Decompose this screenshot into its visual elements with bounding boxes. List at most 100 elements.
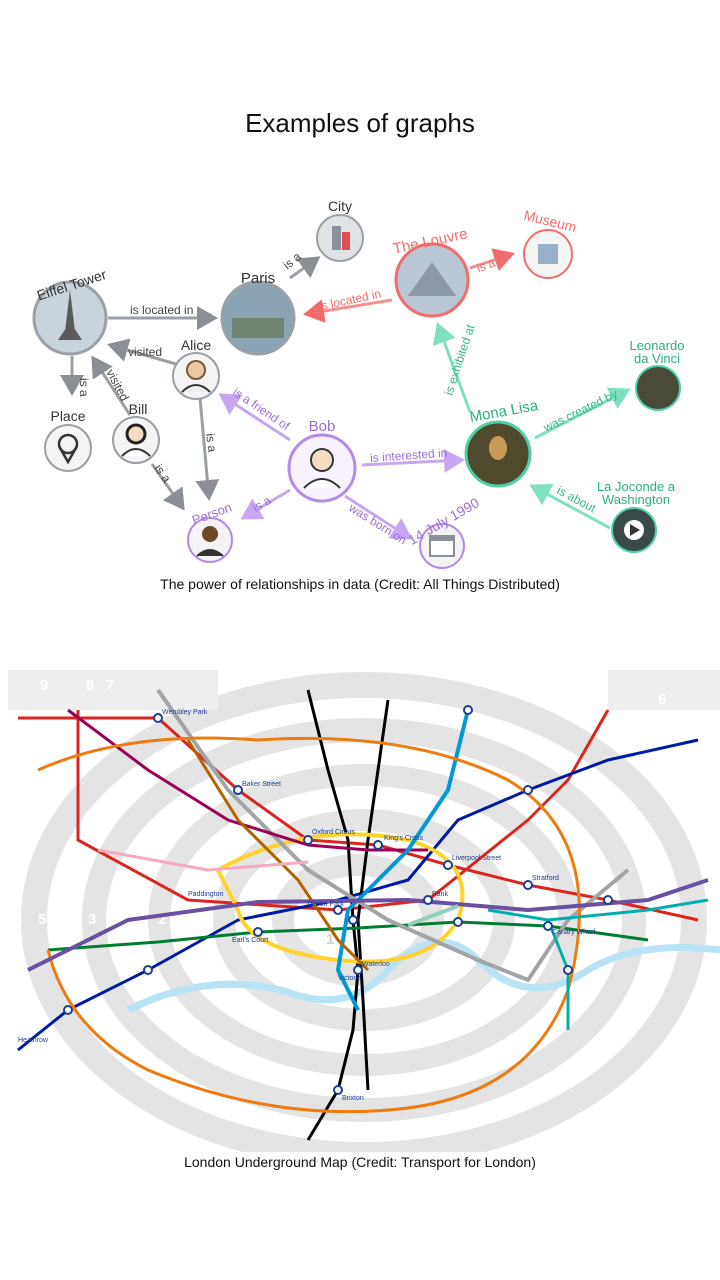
svg-text:Canary Wharf: Canary Wharf	[552, 929, 595, 936]
edge-label: was born on	[346, 500, 410, 547]
edge-label: is a	[280, 249, 304, 272]
edge-label: is a	[77, 378, 91, 397]
edge-louvre-museum	[469, 248, 515, 272]
edge-bob-date	[344, 494, 413, 540]
edge-label: is a	[475, 256, 498, 276]
node-bob: Bob	[287, 418, 357, 503]
svg-text:King's Cross: King's Cross	[384, 835, 424, 842]
node-label: Bill	[129, 401, 148, 417]
node-bill: Bill	[112, 401, 160, 464]
edge-joconde-monalisa	[529, 483, 611, 530]
svg-text:2: 2	[158, 911, 166, 928]
edge-label: is located in	[317, 287, 382, 314]
edge-bill-person	[150, 463, 185, 511]
edge-label: is a	[203, 432, 220, 453]
svg-text:Liverpool Street: Liverpool Street	[452, 855, 501, 862]
node-paris: Paris	[220, 270, 296, 356]
svg-text:3: 3	[88, 911, 96, 928]
edge-bob-alice	[218, 393, 291, 442]
svg-text:7: 7	[106, 677, 114, 694]
knowledge-graph: is located in is a is located in is a vi…	[32, 198, 685, 569]
svg-text:Oxford Circus: Oxford Circus	[312, 829, 355, 836]
graph-edges	[60, 248, 631, 540]
edge-alice-person	[195, 397, 220, 501]
svg-text:Waterloo: Waterloo	[362, 961, 390, 968]
svg-text:5: 5	[38, 911, 46, 928]
svg-text:4: 4	[64, 911, 73, 928]
piccadilly-line	[17, 738, 699, 1052]
edge-monalisa-louvre	[432, 322, 472, 413]
svg-text:2: 2	[570, 987, 578, 1004]
svg-text:Earl's Court: Earl's Court	[232, 937, 268, 944]
stations	[63, 705, 613, 1095]
svg-text:Baker Street: Baker Street	[242, 781, 281, 788]
svg-text:Bank: Bank	[432, 891, 448, 898]
node-label: City	[328, 198, 352, 214]
edge-label: is a friend of	[230, 385, 293, 434]
node-eiffel-tower: Eiffel Tower	[32, 266, 109, 356]
node-label: Alice	[181, 337, 212, 353]
station-labels: Wembley Park Baker Street King's Cross L…	[18, 709, 595, 1102]
page-title: Examples of graphs	[245, 108, 475, 138]
northern-line	[306, 689, 360, 1141]
edge-louvre-paris	[303, 298, 393, 323]
edge-label: visited	[128, 345, 162, 359]
northern-line-east	[356, 699, 390, 1091]
svg-text:Paddington: Paddington	[188, 891, 224, 898]
svg-text:3: 3	[628, 987, 636, 1004]
node-label: Leonardo	[630, 338, 685, 353]
edge-label: visited	[103, 367, 131, 404]
svg-text:Wembley Park: Wembley Park	[162, 709, 208, 716]
node-leonardo: Leonardo da Vinci	[630, 338, 685, 411]
node-label: Bob	[309, 418, 336, 435]
edge-bob-person	[240, 488, 291, 520]
svg-text:Stratford: Stratford	[532, 875, 559, 882]
node-place: Place	[44, 408, 92, 472]
node-joconde: La Joconde a Washington	[597, 479, 676, 553]
tube-map: 9 8 7 6 5 4 3 2 1 2 3 4 5 6	[8, 670, 720, 1152]
edge-label: is a	[152, 462, 174, 486]
edge-bob-monalisa	[361, 448, 465, 473]
victoria-line	[336, 709, 470, 1011]
node-city: City	[316, 198, 364, 262]
svg-text:Victoria: Victoria	[338, 975, 361, 982]
edge-labels: is located in is a is located in is a vi…	[77, 249, 620, 547]
svg-text:Green Park: Green Park	[308, 901, 344, 908]
svg-text:9: 9	[40, 677, 48, 694]
edge-bill-eiffel	[91, 355, 132, 416]
edge-label: is interested in	[370, 446, 448, 465]
node-label: Place	[50, 408, 85, 424]
node-louvre: The Louvre	[391, 225, 470, 318]
bakerloo-line	[186, 739, 370, 972]
edge-label: was created by	[540, 387, 620, 435]
svg-text:Heathrow: Heathrow	[18, 1037, 49, 1044]
node-mona-lisa: Mona Lisa	[464, 397, 540, 488]
hammersmith-line	[97, 848, 309, 872]
svg-text:6: 6	[14, 911, 22, 928]
node-label: da Vinci	[634, 351, 680, 366]
node-date: 14 July 1990	[405, 494, 482, 569]
graph-caption: The power of relationships in data (Cred…	[160, 576, 560, 592]
elizabeth-line	[27, 878, 709, 972]
zone-numbers: 9 8 7 6 5 4 3 2 1 2 3 4 5 6	[14, 677, 684, 1004]
node-label: La Joconde a	[597, 479, 676, 494]
svg-text:1: 1	[326, 931, 334, 948]
node-label: Paris	[241, 270, 275, 287]
node-museum: Museum	[522, 207, 578, 279]
node-person: Person	[187, 499, 234, 563]
node-label: Washington	[602, 492, 670, 507]
edge-paris-city	[289, 256, 321, 280]
waterloo-city-line	[407, 904, 459, 927]
dlr-line	[487, 898, 709, 1030]
svg-text:Brixton: Brixton	[342, 1095, 364, 1102]
svg-text:5: 5	[676, 777, 684, 794]
edge-monalisa-leonardo	[534, 387, 631, 440]
svg-text:8: 8	[86, 677, 94, 694]
edge-label: is located in	[130, 303, 193, 317]
svg-text:6: 6	[658, 691, 666, 708]
jubilee-line	[156, 688, 630, 982]
edge-alice-eiffel	[107, 338, 177, 366]
svg-text:4: 4	[648, 847, 657, 864]
node-alice: Alice	[172, 337, 220, 400]
map-caption: London Underground Map (Credit: Transpor…	[184, 1154, 536, 1170]
